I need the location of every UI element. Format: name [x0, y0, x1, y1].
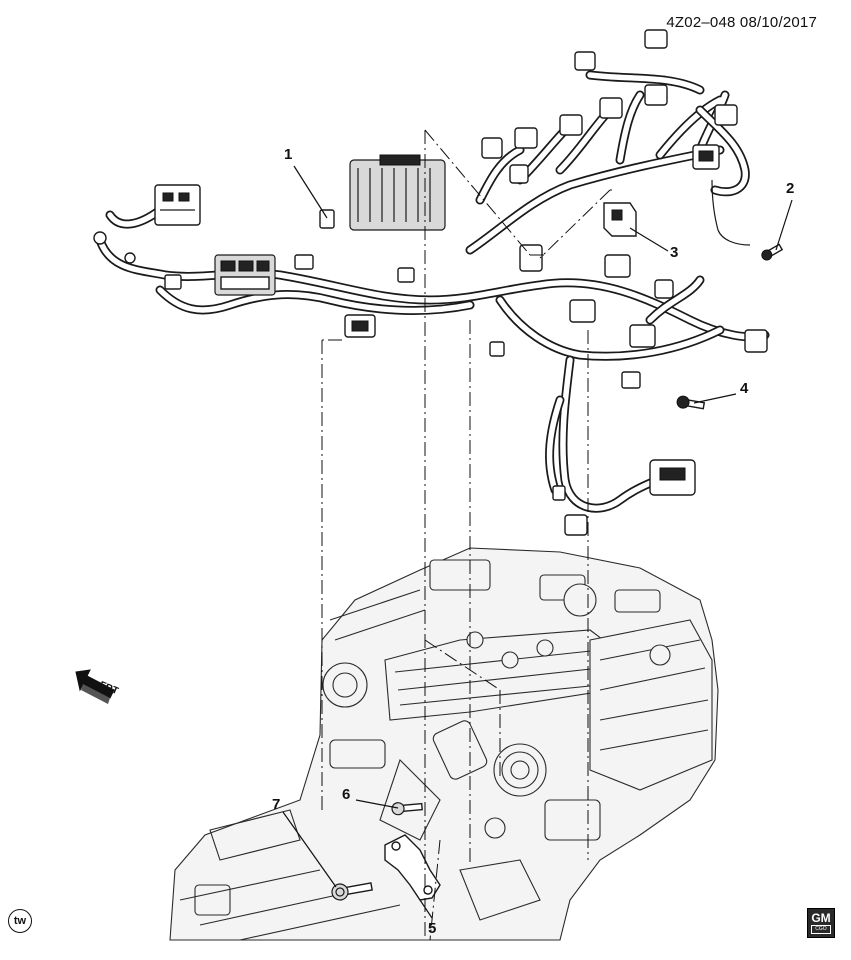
fasteners — [331, 243, 784, 901]
harness-connectors — [93, 29, 768, 536]
alignment-lines — [321, 129, 612, 941]
tw-badge: tw — [8, 909, 32, 933]
callout-1: 1 — [284, 146, 293, 163]
callout-3: 3 — [670, 244, 679, 261]
callout-2: 2 — [786, 180, 795, 197]
callout-6: 6 — [342, 786, 351, 803]
front-arrow-icon — [75, 669, 115, 704]
leader-lines — [282, 165, 793, 919]
callout-7: 7 — [272, 796, 281, 813]
gm-logo-subtext: CGO — [811, 925, 831, 934]
wiring-harness — [95, 70, 770, 513]
engine-assembly — [169, 547, 719, 941]
callout-4: 4 — [740, 380, 749, 397]
gm-logo: GM CGO — [807, 908, 835, 938]
callout-5: 5 — [428, 920, 437, 937]
gm-logo-text: GM — [811, 911, 831, 925]
document-id: 4Z02–048 08/10/2017 — [666, 14, 817, 31]
